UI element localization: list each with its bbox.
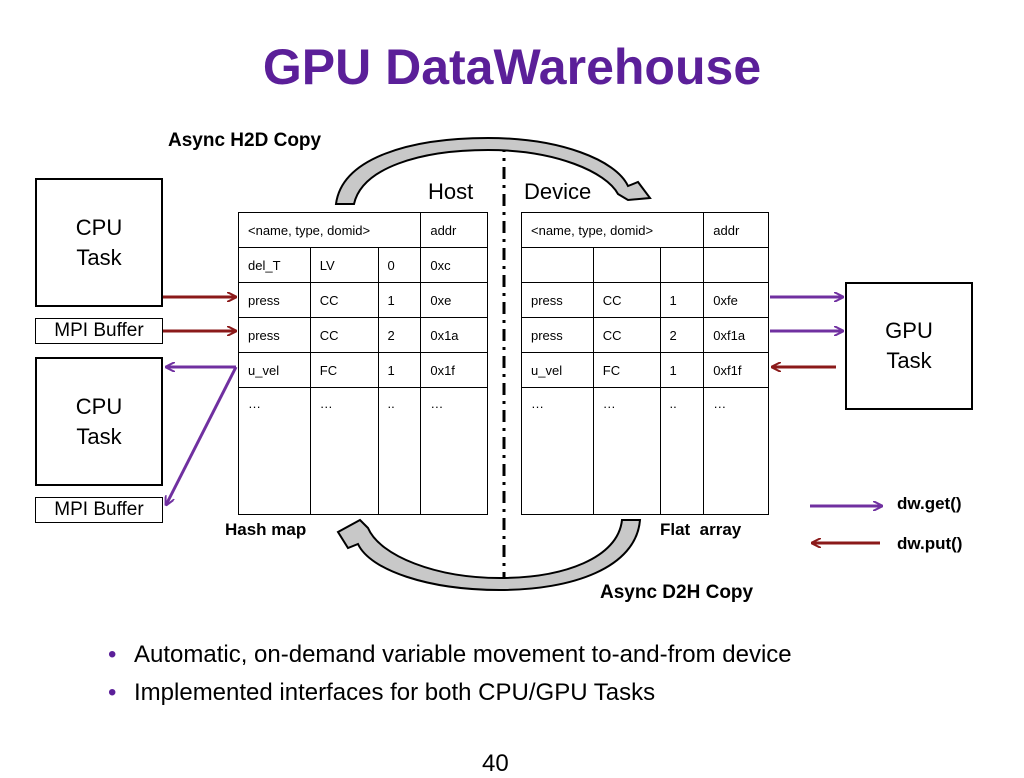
table-cell: FC: [309, 352, 379, 388]
table-row: [521, 247, 769, 283]
page-number: 40: [482, 750, 509, 777]
table-row: press CC 1 0xfe: [521, 282, 769, 318]
table-cell: 0xf1f: [703, 352, 769, 388]
host-header-addr: addr: [420, 212, 488, 248]
cpu-task-1-line1: CPU: [75, 214, 123, 240]
table-cell: 2: [659, 317, 705, 353]
async-d2h-label: Async D2H Copy: [600, 582, 754, 603]
host-hash-map-table: <name, type, domid> addr del_T LV 0 0xc …: [237, 212, 488, 515]
device-flat-array-table: <name, type, domid> addr press CC 1 0xfe…: [520, 212, 769, 515]
table-cell: 2: [377, 317, 422, 353]
device-header-key: <name, type, domid>: [520, 212, 705, 248]
gpu-task-box: GPU Task: [845, 282, 973, 410]
table-cell: ..: [377, 387, 422, 515]
table-cell: …: [420, 387, 488, 515]
cpu-task-box-2: CPU Task: [35, 357, 163, 486]
flat-array-label: Flat array: [660, 520, 742, 539]
async-d2h-copy-arrow: [336, 518, 642, 592]
table-cell: …: [703, 387, 769, 515]
table-cell: [659, 247, 705, 283]
table-cell: [521, 247, 594, 283]
table-cell: [592, 247, 661, 283]
mpi-get-arrow-2: [166, 366, 238, 505]
mpi-buffer-1: MPI Buffer: [35, 318, 163, 344]
gpu-task-line2: Task: [886, 348, 932, 373]
table-cell: 1: [377, 282, 422, 318]
table-cell: …: [309, 387, 379, 515]
device-label: Device: [524, 179, 592, 204]
table-cell: FC: [592, 352, 661, 388]
table-cell: 0: [377, 247, 422, 283]
table-header-row: <name, type, domid> addr: [520, 212, 769, 248]
async-h2d-label: Async H2D Copy: [168, 130, 322, 151]
table-cell: 0xfe: [703, 282, 769, 318]
table-cell: 1: [377, 352, 422, 388]
table-cell: 0xc: [420, 247, 488, 283]
table-cell: 0x1a: [420, 317, 488, 353]
table-cell: 0xf1a: [703, 317, 769, 353]
bullet-item: Automatic, on-demand variable movement t…: [108, 636, 792, 674]
host-label: Host: [428, 179, 474, 204]
table-cell: del_T: [238, 247, 311, 283]
table-cell: 0xe: [420, 282, 488, 318]
table-cell: …: [521, 387, 594, 515]
hash-map-label: Hash map: [225, 520, 307, 539]
legend-put-label: dw.put(): [897, 534, 963, 553]
table-cell: u_vel: [521, 352, 594, 388]
cpu-task-2-line1: CPU: [75, 393, 123, 419]
cpu-task-2-line2: Task: [76, 423, 122, 449]
table-cell: …: [238, 387, 311, 515]
table-cell: press: [238, 317, 311, 353]
table-row: del_T LV 0 0xc: [238, 247, 488, 283]
table-cell: CC: [592, 282, 661, 318]
table-row: … … .. …: [521, 387, 769, 515]
legend-get-label: dw.get(): [897, 494, 962, 513]
table-cell: …: [592, 387, 661, 515]
table-cell: press: [238, 282, 311, 318]
table-header-row: <name, type, domid> addr: [237, 212, 488, 248]
mpi-buffer-2: MPI Buffer: [35, 497, 163, 523]
cpu-task-box-1: CPU Task: [35, 178, 163, 307]
table-row: press CC 2 0x1a: [238, 317, 488, 353]
cpu-task-1-line2: Task: [76, 244, 122, 270]
table-cell: 1: [659, 282, 705, 318]
table-row: … … .. …: [238, 387, 488, 515]
gpu-task-line1: GPU: [885, 318, 933, 343]
slide-title: GPU DataWarehouse: [262, 39, 762, 95]
bullet-list: Automatic, on-demand variable movement t…: [108, 636, 792, 712]
async-h2d-copy-arrow: [334, 136, 652, 205]
table-row: press CC 1 0xe: [238, 282, 488, 318]
table-cell: press: [521, 317, 594, 353]
device-header-addr: addr: [703, 212, 769, 248]
bullet-item: Implemented interfaces for both CPU/GPU …: [108, 674, 792, 712]
